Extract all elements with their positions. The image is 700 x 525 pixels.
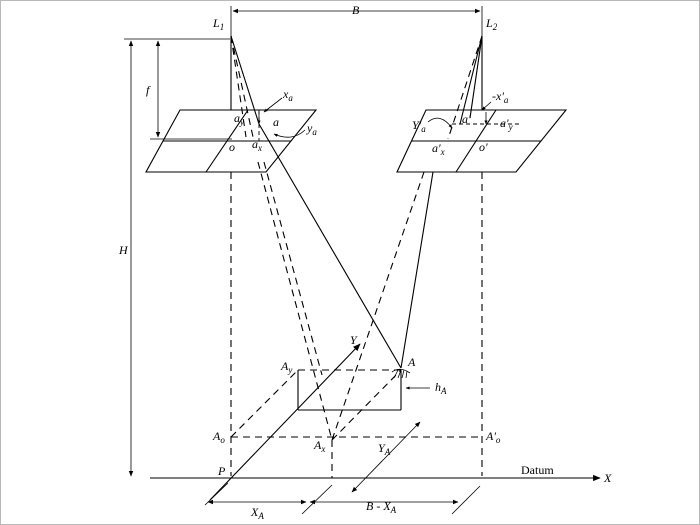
right-ray-to-a [400, 171, 434, 369]
ya-dimension-line [351, 421, 421, 493]
label-l2: L2 [485, 16, 498, 32]
label-xa: XA [250, 505, 264, 521]
label-b: B [352, 3, 360, 17]
label-ax-ground: Ax [313, 438, 325, 454]
label-xa-right: -x'a [492, 89, 509, 105]
left-photo-plane [145, 109, 318, 173]
label-ax-right: a'x [432, 141, 445, 157]
ya-right-leader [427, 117, 453, 129]
left-ray-to-ay-dashed [263, 161, 323, 376]
label-ao-prime: A'o [485, 429, 501, 445]
label-a-left: a [273, 115, 279, 129]
right-ray-to-ax-dashed [331, 171, 425, 441]
label-ax-left: ax [252, 137, 262, 153]
left-ray-l1-a [230, 35, 260, 125]
label-o-left: o [229, 140, 235, 154]
label-ya-right: Y'a [412, 118, 426, 134]
label-l1: L1 [212, 16, 224, 32]
label-h: H [118, 243, 129, 257]
right-ray-l2-ax-dashed [447, 35, 483, 140]
label-x-axis: X [603, 471, 612, 485]
label-ay-left: ay [234, 111, 244, 127]
left-ray-to-a [258, 123, 402, 369]
label-datum: Datum [521, 463, 554, 477]
label-p: P [217, 464, 226, 478]
label-f: f [146, 83, 151, 97]
bxa-ext-right [451, 485, 481, 515]
right-photo-plane [396, 109, 568, 173]
label-y-axis: Y [350, 333, 358, 347]
right-ray-l2-inner [469, 35, 483, 119]
left-photo-y-fiducial [205, 109, 249, 173]
label-ya: YA [378, 441, 391, 457]
right-ray-l2-a [459, 35, 483, 125]
label-ha: hA [435, 380, 447, 396]
label-b-minus-xa: B - XA [366, 499, 397, 515]
xa-right-leader [481, 101, 492, 111]
label-xa-left: xa [282, 87, 293, 103]
left-ray-l1-ax-dashed [230, 35, 247, 138]
label-o-right: o' [479, 140, 488, 154]
label-a-right: a' [462, 112, 471, 126]
ax-diagonal-dashed [331, 369, 402, 441]
ground-point-a-marker [391, 368, 411, 379]
label-ay-ground: Ay [280, 359, 292, 375]
label-a-ground: A [407, 355, 416, 369]
right-photo-y-fiducial [455, 109, 497, 173]
left-ray-l1-ay-dashed [230, 35, 254, 138]
label-ao: Ao [212, 429, 225, 445]
label-ay-right: a'y [500, 116, 513, 132]
xa-ext-mid [301, 484, 333, 515]
label-ya-left: ya [306, 121, 317, 137]
xa-left-leader [263, 97, 283, 113]
ay-diagonal-dashed [230, 369, 299, 438]
ya-left-leader [273, 129, 306, 138]
